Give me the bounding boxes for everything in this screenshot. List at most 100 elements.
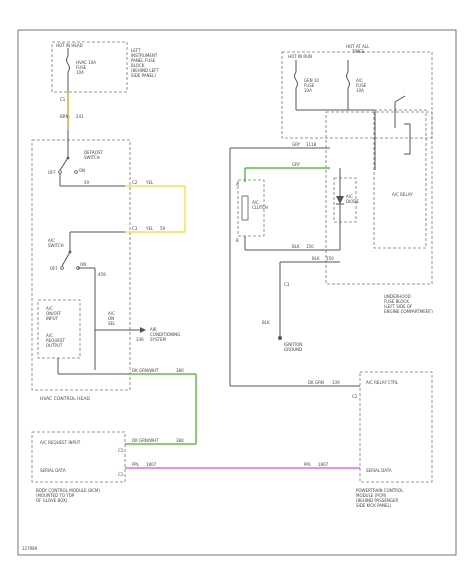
pcm-c2: C2 [352, 394, 358, 399]
to-system-2: SYSTEM [150, 337, 166, 342]
clutch-pin-a: A [236, 182, 239, 187]
underhood-label-1: FUSE BLOCK [384, 299, 409, 304]
pnk-wire-a-num: 1807 [146, 462, 157, 467]
relay-switch-arm [394, 95, 406, 103]
c3-pin-a: C3 [132, 226, 138, 231]
left-fuse-word: FUSE [76, 65, 87, 70]
wire-59-num-a: 59 [84, 180, 90, 185]
ac-request-output-0: A/C [46, 333, 53, 338]
pcm-module-label-3: SIDE KICK PANEL) [356, 503, 392, 508]
left-fuse-block-description: LEFT INSTRUMENT PANEL FUSE BLOCK (BEHIND… [131, 48, 159, 78]
blk-clutch-wire-num: 150 [306, 244, 314, 249]
wire-339: 339 [332, 380, 340, 385]
right-fuse2-element [346, 71, 350, 89]
defrost-switch-contact-on [74, 170, 78, 174]
brn-top-wire-num: 241 [76, 114, 84, 119]
c1-top-connector: C1 [60, 97, 66, 102]
ac-on-label: ON [80, 262, 86, 267]
left-block-desc-5: SIDE PANEL) [131, 73, 156, 78]
ac-input-box [37, 299, 81, 359]
blk-ground-wire: BLK [262, 320, 270, 325]
grn-relay-wire-num: 1118 [306, 142, 317, 147]
diagram-frame [17, 29, 457, 556]
to-system-0: AIR [150, 327, 157, 332]
grn-pcm-a: DK GRN [308, 380, 324, 385]
right-fuse1-label-1: FUSE [304, 83, 315, 88]
grn-bcm-wire: DK GRN/WHT [132, 438, 159, 443]
grn-head-wire-num: 380 [176, 368, 184, 373]
grn-clutch-wire: GRY [292, 162, 301, 167]
underhood-label-3: ENGINE COMPARTMENT) [384, 309, 433, 314]
left-block-desc-0: LEFT [131, 48, 141, 53]
grn-bcm-wire-num: 380 [176, 438, 184, 443]
ac-on-input-2: INPUT [46, 316, 59, 321]
to-system-1: CONDITIONING [150, 332, 180, 337]
left-block-desc-3: BLOCK [131, 63, 145, 68]
left-hot-label: HOT IN HEAD [56, 43, 83, 48]
defrost-switch-label-1: SWITCH [84, 155, 100, 160]
ac-on-sel-1: ON [108, 316, 114, 321]
left-block-desc-1: INSTRUMENT [131, 53, 158, 58]
diode-symbol [336, 196, 344, 204]
yel-wire-b-num: 59 [160, 226, 166, 231]
defrost-switch-arm [59, 157, 69, 171]
right-fuse-block-outline [281, 51, 433, 139]
ac-request-output-2: OUTPUT [46, 343, 63, 348]
underhood-label-0: UNDERHOOD [384, 294, 411, 299]
pcm-module-label-0: POWERTRAIN CONTROL [356, 488, 404, 493]
underhood-fuse-block-outline [325, 111, 433, 285]
relay-coil [404, 123, 411, 155]
pcm-outline [359, 371, 433, 483]
right-hot-run: HOT IN RUN [288, 54, 312, 59]
ac-on-input-1: ON/OFF [46, 311, 62, 316]
left-fuse-block-outline [51, 41, 128, 93]
right-fuse2-label-1: FUSE [356, 83, 367, 88]
ac-switch-pivot [68, 250, 72, 254]
ac-clutch-outline [237, 179, 265, 237]
c3-ground: C3 [284, 282, 290, 287]
hvac-control-head-outline [31, 139, 131, 391]
clutch-label-1: CLUTCH [252, 205, 268, 210]
ac-on-sel-0: A/C [108, 311, 115, 316]
grn-relay-wire: GRY [292, 142, 301, 147]
right-fuse1-label-0: GEN 10 [304, 78, 319, 83]
pcm-module-label-2: (BEHIND PASSENGER [356, 498, 398, 503]
ac-on-input-0: A/C [46, 306, 53, 311]
pcm-relay-ctrl: A/C RELAY CTRL [366, 380, 399, 385]
pcm-module-label-1: MODULE (PCM) [356, 493, 387, 498]
left-fuse-element [66, 55, 70, 73]
ground-label-1: GROUND [284, 347, 302, 352]
ground-label-0: IGNITION [284, 342, 302, 347]
blk-clutch-wire: BLK [292, 244, 300, 249]
bcm-request-input: A/C REQUEST INPUT [40, 440, 81, 445]
ac-diode-outline [333, 177, 357, 223]
diagram-ref: 127989 [22, 546, 38, 551]
right-hot-label: HOT AT ALL [346, 44, 370, 49]
brn-top-wire: BRN [60, 114, 69, 119]
left-fuse-id: HVAC 10A [76, 60, 96, 65]
ac-switch-label-1: SWITCH [48, 243, 64, 248]
bcm-module-label-2: OF GLOVE BOX) [36, 498, 68, 503]
ac-clutch-coil [241, 195, 249, 221]
defrost-off-label: OFF [48, 170, 56, 175]
right-fuse2-label-0: A/C [356, 78, 363, 83]
bcm-serial-data: SERIAL DATA [40, 468, 66, 473]
diode-label-0: A/C [346, 194, 353, 199]
yel-wire-a: YEL [145, 180, 154, 185]
defrost-switch-pivot [66, 156, 70, 160]
wire-459: 459 [98, 272, 106, 277]
pnk-wire-b: PPL [304, 462, 312, 467]
defrost-switch-label-0: DEFROST [84, 150, 103, 155]
left-fuse-amps: 10A [76, 70, 84, 75]
clutch-label-0: A/C [252, 200, 259, 205]
grn-head-wire: DK GRN/WHT [132, 368, 159, 373]
hvac-control-head-label: HVAC CONTROL HEAD [40, 396, 90, 402]
defrost-on-label: ON [79, 168, 85, 173]
pnk-wire-a: PPL [132, 462, 140, 467]
ac-off-label: OFF [50, 266, 58, 271]
ac-on-sel-2: SEL [108, 321, 116, 326]
pnk-wire-b-num: 1807 [318, 462, 329, 467]
bcm-module-label-1: (MOUNTED TO TOP [36, 493, 75, 498]
blk-relay-wire: BLK [312, 256, 320, 261]
